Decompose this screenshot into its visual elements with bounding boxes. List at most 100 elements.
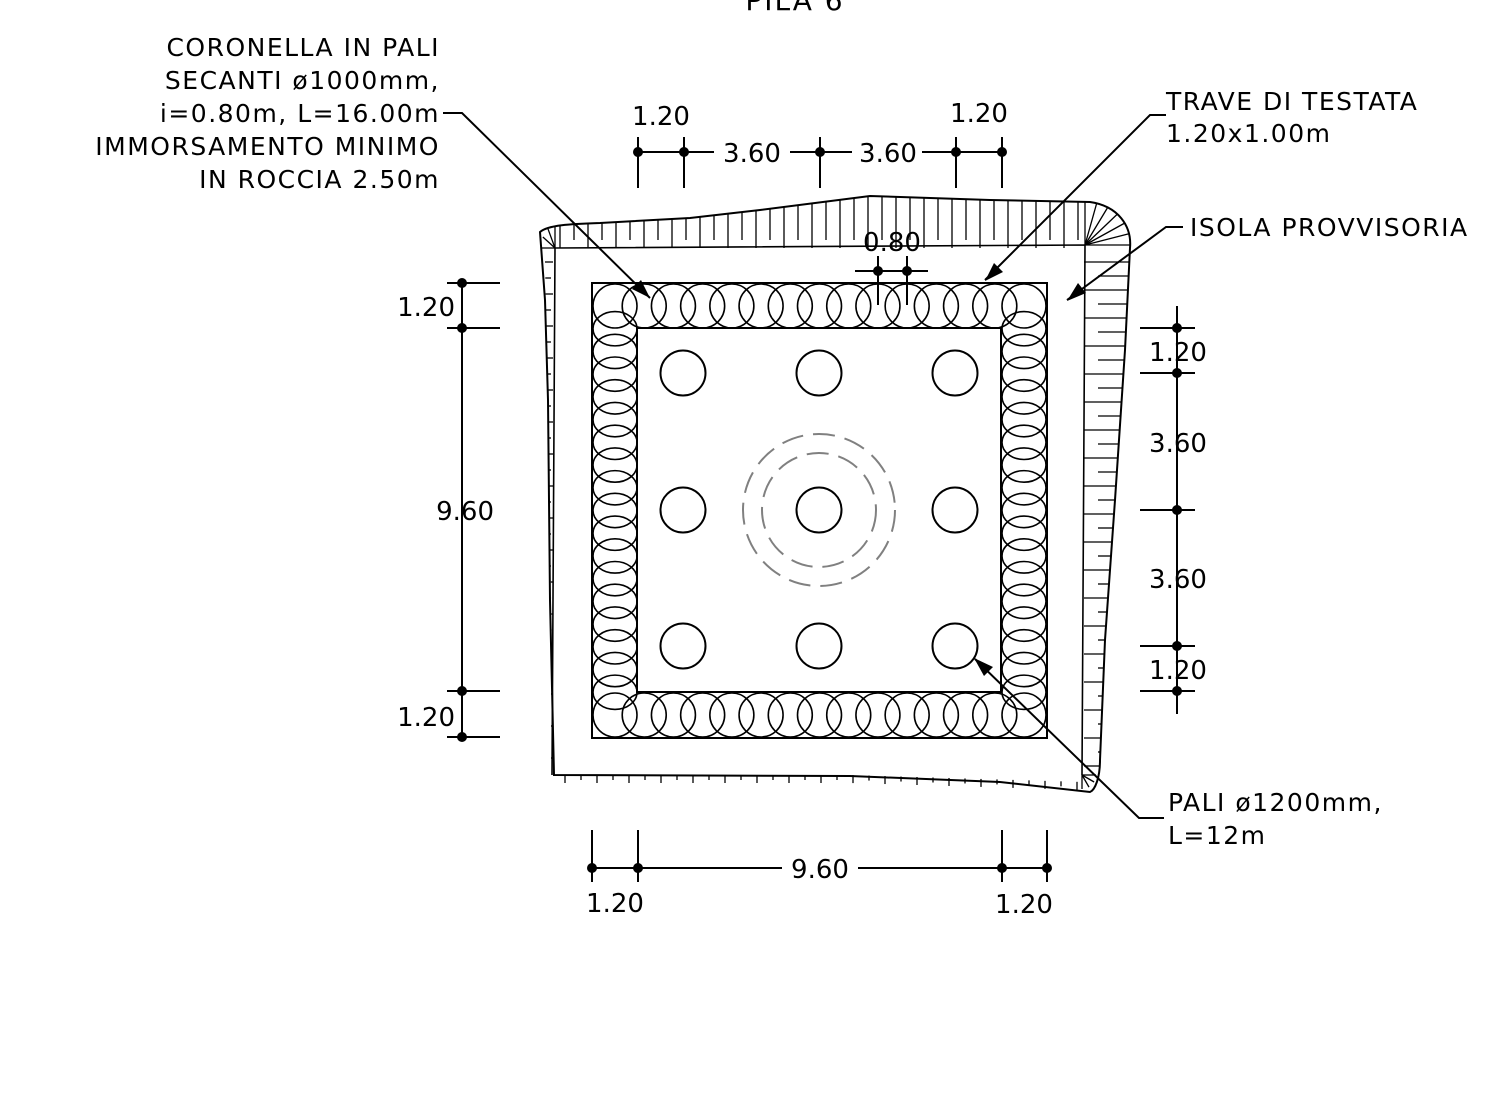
secant-pile: [592, 333, 638, 370]
hatch-line: [1084, 233, 1129, 246]
trave-label: TRAVE DI TESTATA 1.20x1.00m: [1165, 87, 1418, 148]
secant-pile: [942, 283, 989, 329]
secant-pile: [1001, 333, 1047, 370]
secant-pile: [1001, 283, 1047, 329]
dim-top-right-edge: 1.20: [950, 99, 1008, 129]
dim-left-span: 9.60: [436, 497, 494, 527]
secant-pile: [1001, 606, 1047, 643]
secant-pile: [1001, 401, 1047, 438]
secant-pile: [592, 606, 638, 643]
secant-pile: [592, 692, 638, 738]
trave-leader: [984, 114, 1166, 281]
secant-pile: [825, 692, 872, 738]
secant-pile: [738, 692, 784, 738]
hatch-line: [1081, 774, 1090, 788]
secant-pile: [1001, 492, 1047, 529]
isola-arrowhead: [1067, 283, 1086, 301]
foundation-pile: [659, 349, 707, 397]
secant-pile: [592, 424, 638, 461]
pier-outline-inner: [761, 452, 877, 568]
secant-pile: [709, 692, 755, 738]
hatch-line: [1084, 207, 1109, 246]
secant-pile: [796, 692, 843, 738]
dim-right-bottom-edge: 1.20: [1149, 656, 1207, 686]
secant-pile: [913, 283, 960, 329]
pali-leader: [974, 658, 1164, 819]
secant-pile: [971, 692, 1018, 738]
secant-pile: [1001, 356, 1047, 393]
dim-pile-spacing: 0.80: [863, 228, 921, 258]
secant-pile: [679, 692, 726, 738]
dim-top-left-span: 3.60: [723, 139, 781, 169]
secant-pile: [796, 283, 843, 329]
secant-pile: [1001, 447, 1047, 484]
svg-text:1.20x1.00m: 1.20x1.00m: [1166, 119, 1331, 148]
top-dimension-line: [637, 137, 1003, 188]
secant-pile: [592, 560, 638, 597]
secant-pile: [1001, 515, 1047, 552]
isola-leader: [1066, 226, 1183, 301]
secant-pile: [592, 583, 638, 620]
hatch-line: [547, 228, 556, 249]
foundation-piles: [659, 349, 979, 670]
foundation-pile: [795, 622, 843, 670]
head-beam-outer: [591, 282, 1048, 739]
dim-bottom-right-edge: 1.20: [995, 890, 1053, 920]
hatch-line: [1084, 222, 1125, 246]
foundation-pile: [659, 622, 707, 670]
head-beam-inner: [636, 327, 1002, 693]
secant-pile: [592, 492, 638, 529]
coronella-arrowhead: [632, 280, 650, 298]
secant-pile: [942, 692, 989, 738]
dim-bottom-left-edge: 1.20: [586, 889, 644, 919]
pile-spacing-dimension: [855, 256, 928, 305]
secant-pile: [679, 283, 726, 329]
secant-pile: [1001, 692, 1047, 738]
svg-text:PALI ø1200mm,: PALI ø1200mm,: [1168, 788, 1383, 817]
secant-pile: [592, 469, 638, 506]
secant-pile-ring: [592, 283, 1047, 738]
secant-pile: [767, 283, 814, 329]
secant-pile: [1001, 424, 1047, 461]
isola-label: ISOLA PROVVISORIA: [1190, 213, 1469, 242]
secant-pile: [592, 401, 638, 438]
temporary-island-outline: [538, 194, 1132, 794]
svg-text:TRAVE DI TESTATA: TRAVE DI TESTATA: [1165, 87, 1418, 116]
dim-left-bottom-edge: 1.20: [397, 703, 455, 733]
secant-pile: [1001, 583, 1047, 620]
secant-pile: [592, 378, 638, 415]
secant-pile: [971, 283, 1018, 329]
secant-pile: [1001, 537, 1047, 574]
pier-outline-outer: [742, 433, 896, 587]
island-slope-hatch: [541, 196, 1130, 790]
foundation-pile: [795, 349, 843, 397]
secant-pile: [650, 283, 697, 329]
svg-text:IMMORSAMENTO MINIMO: IMMORSAMENTO MINIMO: [95, 132, 440, 161]
foundation-pile: [931, 622, 979, 670]
secant-pile: [592, 447, 638, 484]
foundation-pile: [795, 486, 843, 534]
left-dimension-line: [447, 282, 500, 738]
secant-pile: [592, 674, 638, 711]
secant-pile: [621, 283, 668, 329]
secant-pile: [1001, 674, 1047, 711]
hatch-line: [1084, 203, 1098, 246]
secant-pile: [1001, 378, 1047, 415]
hatch-line: [542, 236, 556, 249]
dim-left-top-edge: 1.20: [397, 293, 455, 323]
secant-pile: [884, 692, 930, 738]
drawing-title: PILA 6: [745, 0, 844, 17]
top-dimension-ticks: [633, 147, 1007, 157]
pali-label: PALI ø1200mm, L=12m: [1168, 788, 1383, 850]
secant-pile: [592, 628, 638, 665]
coronella-leader: [443, 112, 651, 299]
secant-pile: [592, 283, 638, 329]
secant-pile: [1001, 651, 1047, 688]
secant-pile: [621, 692, 668, 738]
secant-pile: [650, 692, 697, 738]
dim-top-left-edge: 1.20: [632, 102, 690, 132]
secant-pile: [592, 537, 638, 574]
secant-pile: [592, 356, 638, 393]
dim-bottom-span: 9.60: [791, 855, 849, 885]
